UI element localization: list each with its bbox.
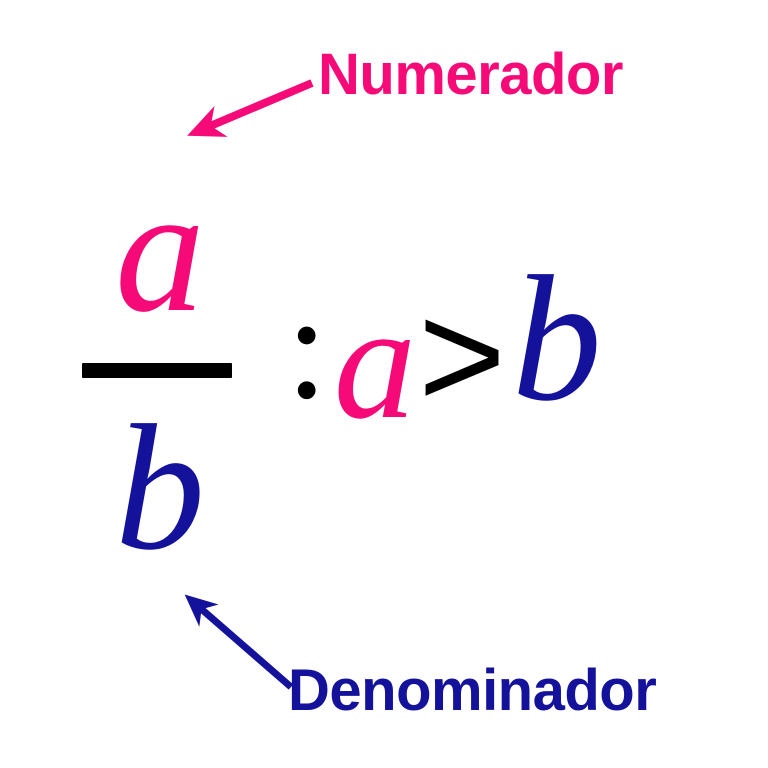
numerator-label: Numerador <box>318 42 623 107</box>
fraction-numerator-a: a <box>115 150 205 349</box>
greater-than-operator: > <box>418 271 506 439</box>
fraction-expression: a b <box>60 160 260 590</box>
ratio-left-term-a: a <box>333 269 417 453</box>
ratio-right-term-b: b <box>511 239 602 438</box>
ratio-colon-symbol: : <box>286 264 328 430</box>
fraction-bar <box>82 363 232 378</box>
denominator-label: Denominador <box>288 658 657 723</box>
ratio-condition-expression: : a > b <box>286 249 602 453</box>
fraction-denominator-b: b <box>115 388 205 587</box>
numerator-arrow <box>187 79 314 137</box>
denominator-arrow <box>184 594 294 690</box>
